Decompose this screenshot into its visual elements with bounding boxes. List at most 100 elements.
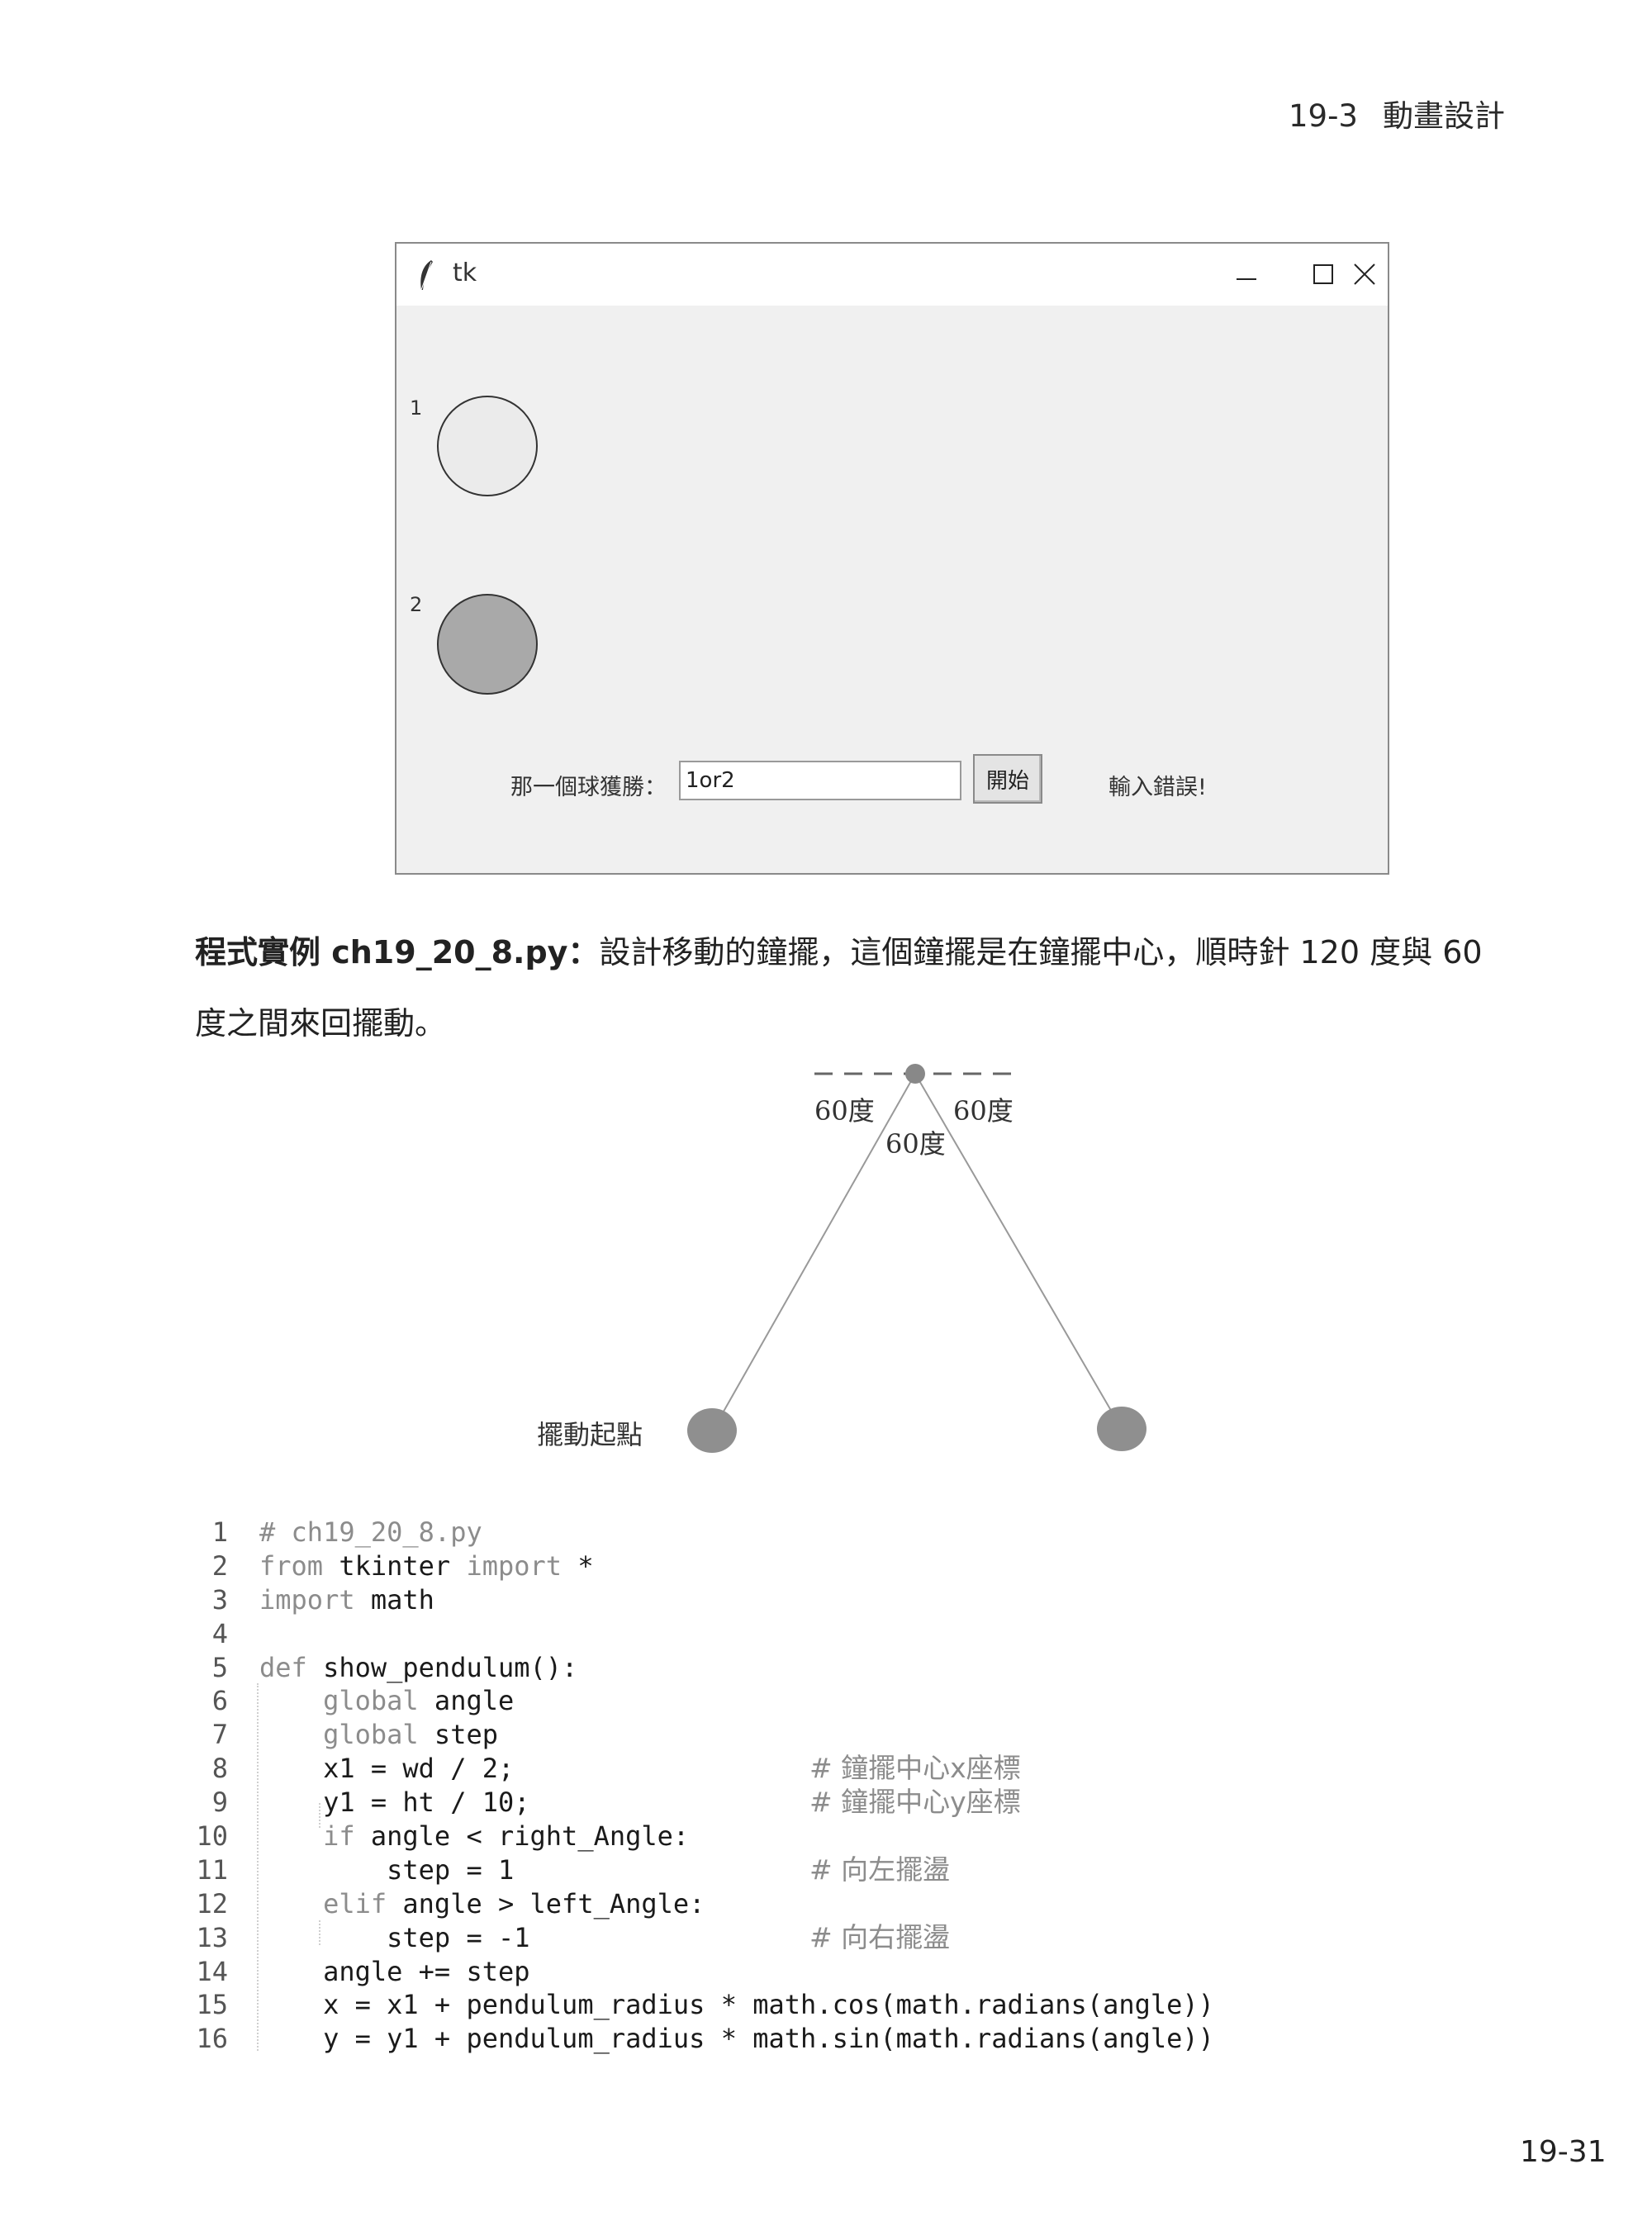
winner-prompt-label: 那一個球獲勝： (510, 775, 667, 800)
maximize-icon[interactable] (1297, 254, 1346, 295)
ball-1 (437, 396, 538, 496)
code-line: 16 y = y1 + pendulum_radius * math.sin(m… (195, 2022, 1269, 2056)
code-keyword: def (259, 1651, 307, 1683)
code-token: tkinter (323, 1549, 467, 1582)
code-keyword: if (323, 1820, 355, 1853)
code-line: 7 global step (195, 1718, 1269, 1752)
code-keyword: import (466, 1549, 563, 1582)
code-text: global angle (259, 1684, 514, 1718)
code-token (259, 1685, 323, 1716)
code-keyword: elif (323, 1887, 387, 1919)
line-number: 4 (211, 1617, 228, 1649)
animation-canvas: 1 2 (396, 306, 1388, 875)
code-comment: # 鐘擺中心y座標 (809, 1786, 1021, 1819)
code-token: angle < right_Angle: (354, 1820, 690, 1853)
code-keyword: global (323, 1719, 419, 1751)
pendulum-diagram: 60度 60度 60度 擺動起點 (512, 1049, 1173, 1478)
code-token: step (418, 1719, 498, 1751)
balls-svg (437, 396, 538, 695)
code-token: angle > left_Angle: (387, 1887, 705, 1919)
code-line: 6 global angle (195, 1684, 1269, 1718)
start-button[interactable]: 開始 (973, 754, 1042, 804)
code-comment: # 鐘擺中心x座標 (809, 1752, 1021, 1785)
page-number: 19-31 (1520, 2135, 1607, 2169)
code-text: x = x1 + pendulum_radius * math.cos(math… (259, 1988, 1214, 2022)
line-number: 2 (211, 1549, 228, 1582)
minimize-icon[interactable] (1222, 254, 1272, 295)
line-number: 6 (211, 1685, 228, 1717)
line-number: 13 (196, 1921, 228, 1953)
window-title: tk (453, 259, 477, 287)
angle-label-middle: 60度 (885, 1128, 946, 1160)
line-number: 14 (196, 1955, 228, 1987)
line-number: 11 (196, 1853, 228, 1886)
example-text: 設計移動的鐘擺，這個鐘擺是在鐘擺中心，順時針 120 度與 60 度之間來回擺動… (195, 934, 1483, 1042)
code-text: def show_pendulum(): (259, 1651, 577, 1685)
line-number: 15 (196, 1989, 228, 2021)
code-text: # ch19_20_8.py (259, 1516, 482, 1549)
code-token: step = 1 (259, 1853, 515, 1886)
ball-2-label: 2 (410, 593, 423, 616)
line-number: 1 (211, 1516, 228, 1548)
code-token: show_pendulum(): (306, 1651, 578, 1683)
code-token: y = y1 + pendulum_radius * math.sin(math… (259, 2023, 1214, 2055)
code-token: * (562, 1549, 594, 1582)
pendulum-bob-end (1097, 1407, 1146, 1451)
code-text: elif angle > left_Angle: (259, 1887, 705, 1921)
code-token (259, 1719, 323, 1750)
window-titlebar: tk (396, 244, 1388, 306)
line-number: 3 (211, 1583, 228, 1616)
feather-icon (420, 260, 433, 291)
indent-guide (257, 1683, 259, 2051)
error-message: 輸入錯誤! (1108, 775, 1207, 800)
code-text: global step (259, 1718, 498, 1752)
code-line: 14 angle += step (195, 1955, 1269, 1989)
line-number: 10 (196, 1820, 228, 1853)
code-text: if angle < right_Angle: (259, 1820, 689, 1853)
code-text: y1 = ht / 10; (259, 1786, 529, 1820)
example-title: 程式實例 ch19_20_8.py： (195, 934, 600, 970)
pendulum-bob-start (687, 1408, 737, 1453)
code-line: 13 step = -1 # 向右擺盪 (195, 1921, 1269, 1955)
code-token: angle += step (259, 1955, 530, 1987)
code-comment: # 向右擺盪 (809, 1920, 951, 1953)
section-title: 動畫設計 (1382, 98, 1505, 134)
code-line: 2 from tkinter import * (195, 1549, 1269, 1583)
code-line: 9 y1 = ht / 10;# 鐘擺中心y座標 (195, 1786, 1269, 1820)
code-line: 15 x = x1 + pendulum_radius * math.cos(m… (195, 1988, 1269, 2022)
pendulum-rod-right (914, 1073, 1123, 1430)
code-line: 11 step = 1# 向左擺盪 (195, 1853, 1269, 1887)
ball-2 (437, 594, 538, 695)
code-comment: # ch19_20_8.py (259, 1516, 482, 1548)
indent-guide (319, 1920, 320, 1945)
code-line: 5 def show_pendulum(): (195, 1651, 1269, 1685)
code-token (259, 1888, 323, 1919)
example-description: 程式實例 ch19_20_8.py：設計移動的鐘擺，這個鐘擺是在鐘擺中心，順時針… (195, 917, 1517, 1059)
pendulum-pivot (905, 1064, 925, 1084)
code-line: 3 import math (195, 1583, 1269, 1617)
code-token: math (354, 1583, 434, 1616)
code-line: 4 (195, 1617, 1269, 1651)
code-text: step = -1 (259, 1921, 530, 1955)
code-listing: 1 # ch19_20_8.py 2 from tkinter import * 3 im… (195, 1516, 1269, 2056)
code-text: angle += step (259, 1955, 530, 1989)
winner-entry[interactable] (679, 761, 961, 800)
code-token: angle (418, 1685, 515, 1717)
code-text: import math (259, 1583, 434, 1617)
code-line: 1 # ch19_20_8.py (195, 1516, 1269, 1549)
line-number: 8 (211, 1753, 228, 1785)
code-text: y = y1 + pendulum_radius * math.sin(math… (259, 2022, 1214, 2056)
code-text: step = 1 (259, 1853, 514, 1887)
swing-start-label: 擺動起點 (537, 1419, 643, 1450)
code-keyword: from (259, 1549, 324, 1582)
code-token: step = -1 (259, 1921, 530, 1953)
line-number: 16 (196, 2023, 228, 2055)
code-line: 8 x1 = wd / 2;# 鐘擺中心x座標 (195, 1752, 1269, 1786)
close-icon[interactable] (1338, 254, 1388, 295)
line-number: 7 (211, 1719, 228, 1751)
code-keyword: import (259, 1583, 355, 1616)
code-text: from tkinter import * (259, 1549, 594, 1583)
line-number: 5 (211, 1651, 228, 1683)
pendulum-svg (687, 1064, 1146, 1453)
